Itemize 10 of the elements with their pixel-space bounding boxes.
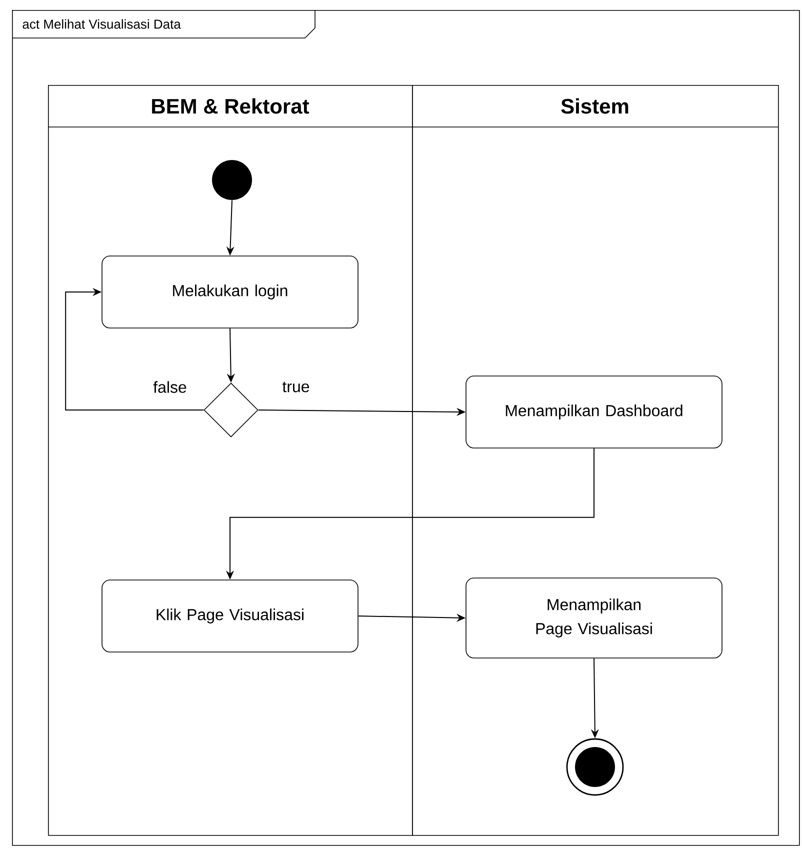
arrow [65,288,204,410]
action-box: Menampilkan Dashboard [466,376,722,448]
decision-diamond [204,382,258,438]
action-box: Klik Page Visualisasi [102,580,358,652]
action-box: Menampilkan Page Visualisasi [466,578,722,658]
action-box: Melakukan login [102,256,358,328]
edge-label: true [281,380,311,394]
start-node [212,160,252,200]
edge-label: false [152,380,188,394]
end-node [566,738,624,796]
